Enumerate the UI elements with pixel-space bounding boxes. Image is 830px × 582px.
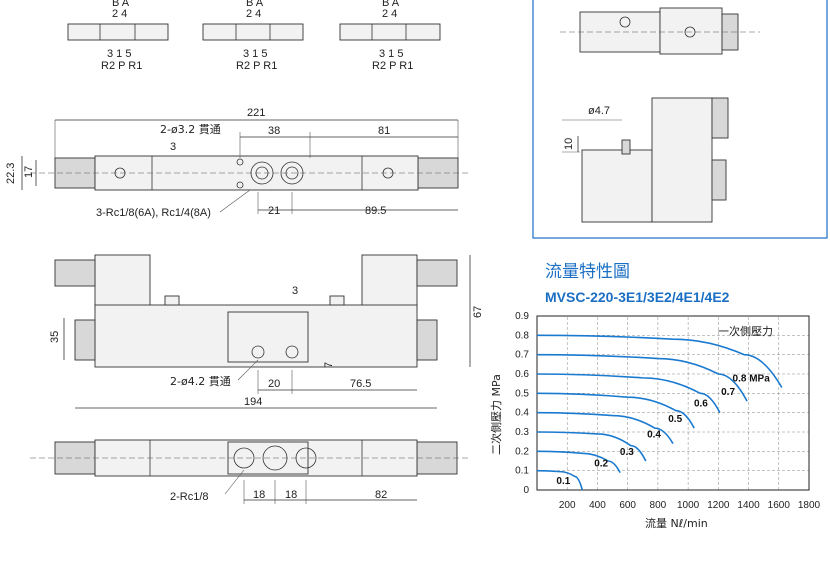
chart-x-tick-label: 1400: [737, 500, 760, 511]
chart-x-label: 流量 Nℓ/min: [645, 516, 708, 530]
chart-x-tick-label: 1200: [707, 500, 730, 511]
symbol-2-ports: 2 4: [246, 8, 261, 20]
dim-21: 21: [268, 205, 280, 217]
chart-subtitle: MVSC-220-3E1/3E2/4E1/4E2: [545, 289, 730, 305]
chart-y-tick-label: 0.7: [515, 350, 529, 361]
chart-series-line-0-5: [536, 392, 695, 429]
chart-x-tick-label: 800: [650, 500, 667, 511]
chart-y-tick-label: 0.5: [515, 388, 529, 399]
chart-x-tick-label: 1600: [768, 500, 791, 511]
chart-series: 0.1 0.2 0.3 0.4 0.5 0.6 0.7 0.8 MPa: [536, 334, 783, 491]
chart-series-line-0-1: [536, 469, 584, 491]
dim-35: 35: [49, 331, 61, 343]
chart-series-label: 0.2: [594, 459, 608, 470]
chart-series-line-0-6: [536, 373, 721, 414]
symbol-1-bottom: 3 1 5: [107, 48, 131, 60]
chart-legend-label: 一次側壓力: [718, 324, 773, 338]
chart-series-line-0-3: [536, 431, 647, 462]
dim-18-b: 18: [285, 489, 297, 501]
dim-10: 10: [563, 138, 575, 150]
symbol-2: B A 2 4 3 1 5 R2 P R1: [202, 0, 304, 72]
chart-series-label: 0.1: [556, 476, 570, 487]
chart-title: 流量特性圖: [545, 262, 630, 282]
dim-76-5: 76.5: [350, 378, 371, 390]
chart-y-label: 二次側壓力 MPa: [489, 374, 503, 455]
dim-18-a: 18: [253, 489, 265, 501]
chart-y-tick-label: 0.6: [515, 369, 529, 380]
chart-series-line-0-7: [536, 353, 748, 402]
chart-y-tick-label: 0.2: [515, 446, 529, 457]
dim-4-7: ø4.7: [588, 105, 610, 117]
symbol-2-bottom: 3 1 5: [243, 48, 267, 60]
detail-panel: ø4.7 10: [532, 0, 828, 239]
chart-grid: [537, 316, 809, 490]
chart-x-tick-label: 600: [619, 500, 636, 511]
symbol-1-labels: R2 P R1: [101, 60, 142, 72]
chart-plot-area: [536, 315, 810, 491]
symbol-1-top: B A: [112, 0, 130, 9]
bottom-view: 2-Rc1/8 18 18 82: [30, 439, 470, 504]
symbol-2-top: B A: [246, 0, 264, 9]
chart-series-line-0-2: [536, 450, 621, 473]
chart-x-tick-label: 200: [559, 500, 576, 511]
chart-series-label: 0.3: [620, 447, 634, 458]
chart-series-line-0-4: [536, 411, 674, 445]
dim-22-3: 22.3: [5, 163, 17, 184]
symbol-3-ports: 2 4: [382, 8, 397, 20]
symbol-1-ports: 2 4: [112, 8, 127, 20]
dim-89-5: 89.5: [365, 205, 386, 217]
symbol-1: B A 2 4 3 1 5 R2 P R1: [67, 0, 169, 72]
chart-y-tick-label: 0.9: [515, 311, 529, 322]
symbol-3-bottom: 3 1 5: [379, 48, 403, 60]
chart-x-ticks: 200 400 600 800 1000 1200 1400 1600 1800: [559, 500, 821, 511]
symbol-3-labels: R2 P R1: [372, 60, 413, 72]
chart-y-ticks: 0 0.1 0.2 0.3 0.4 0.5 0.6 0.7 0.8 0.9: [515, 311, 529, 496]
chart-y-tick-label: 0.4: [515, 408, 529, 419]
dim-overall-221: 221: [247, 107, 265, 119]
dim-ports-rc: 3-Rc1/8(6A), Rc1/4(8A): [96, 207, 211, 219]
dim-38: 38: [268, 125, 280, 137]
flow-chart: 流量特性圖 MVSC-220-3E1/3E2/4E1/4E2 00.10.20.…: [489, 262, 821, 530]
dim-7: 7: [323, 362, 335, 368]
dim-194: 194: [244, 396, 262, 408]
symbol-3-top: B A: [382, 0, 400, 9]
dim-ports-bottom: 2-Rc1/8: [170, 491, 209, 503]
symbol-3: B A 2 4 3 1 5 R2 P R1: [339, 0, 441, 72]
front-view: 3 67 35 7 2-ø4.2 貫通 20 76.5 194: [49, 254, 484, 409]
chart-y-tick-label: 0.3: [515, 427, 529, 438]
chart-x-tick-label: 1800: [798, 500, 821, 511]
chart-y-tick-label: 0.8: [515, 330, 529, 341]
symbol-2-labels: R2 P R1: [236, 60, 277, 72]
chart-series-label: 0.4: [647, 430, 661, 441]
chart-series-line-0-8: [536, 334, 783, 388]
chart-x-tick-label: 1000: [677, 500, 700, 511]
dim-hole-3-2: 2-ø3.2 貫通: [160, 123, 221, 136]
chart-y-tick-label: 0.1: [515, 466, 529, 477]
chart-series-label: 0.5: [668, 414, 682, 425]
chart-series-label: 0.8 MPa: [733, 374, 771, 385]
dim-3-front: 3: [292, 285, 298, 297]
chart-y-tick-label: 0: [523, 485, 529, 496]
dim-17: 17: [23, 166, 35, 178]
dim-82: 82: [375, 489, 387, 501]
top-view: 221 2-ø3.2 貫通 38 81 3 22.3 17 3-Rc1/8(6A…: [5, 107, 470, 219]
dim-81: 81: [378, 125, 390, 137]
chart-x-tick-label: 400: [589, 500, 606, 511]
dim-3-top: 3: [170, 141, 176, 153]
dim-67: 67: [472, 306, 484, 318]
dim-20: 20: [268, 378, 280, 390]
dim-hole-4-2: 2-ø4.2 貫通: [170, 375, 231, 388]
chart-series-label: 0.6: [694, 399, 708, 410]
chart-series-label: 0.7: [721, 387, 735, 398]
